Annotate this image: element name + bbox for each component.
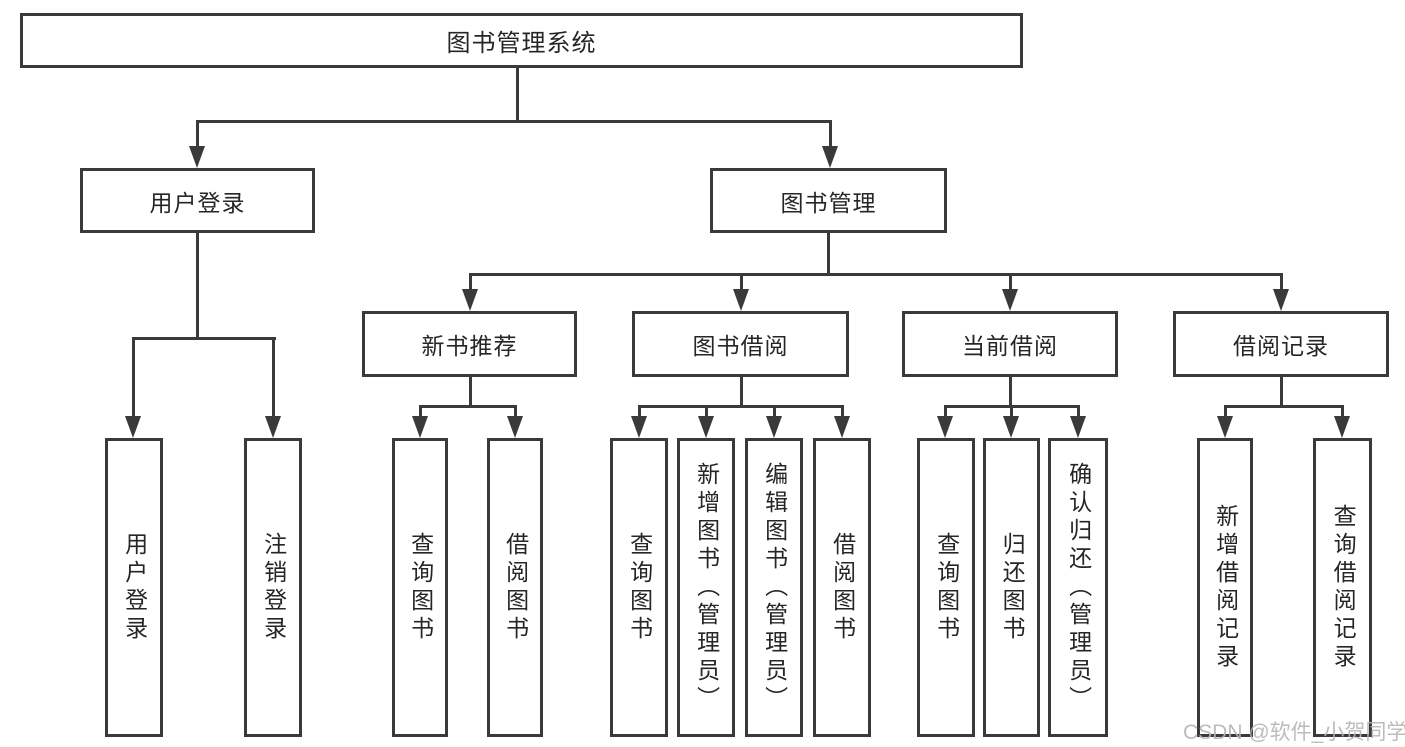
node-label: 编辑图书（管理员） [761, 461, 788, 714]
arrow-down-icon [733, 289, 749, 311]
connector-line [1224, 405, 1227, 426]
connector-line [1280, 376, 1283, 407]
arrow-down-icon [265, 416, 281, 438]
node-label: 当前借阅 [962, 333, 1058, 359]
connector-line [1280, 273, 1283, 297]
arrow-down-icon [822, 146, 838, 168]
arrow-down-icon [698, 416, 714, 438]
leaf-query-books-recommend: 查询图书 [392, 438, 448, 737]
arrow-down-icon [766, 416, 782, 438]
node-borrowing-records: 借阅记录 [1173, 311, 1389, 377]
connector-line [196, 120, 199, 152]
node-label: 查询借阅记录 [1330, 503, 1357, 672]
arrow-down-icon [189, 146, 205, 168]
connector-line [1077, 405, 1080, 426]
node-label: 查询图书 [933, 531, 960, 644]
node-label: 确认归还（管理员） [1065, 461, 1092, 714]
connector-line [841, 405, 844, 426]
node-label: 图书管理 [780, 189, 877, 216]
connector-line [132, 337, 135, 425]
node-label: 注销登录 [260, 531, 287, 644]
arrow-down-icon [1273, 289, 1289, 311]
connector-line [196, 231, 199, 339]
connector-line [740, 376, 743, 407]
node-label: 查询图书 [626, 531, 653, 644]
connector-line [196, 120, 832, 123]
node-label: 新书推荐 [421, 333, 518, 359]
node-book-management-module: 图书管理 [710, 168, 947, 233]
node-label: 归还图书 [999, 531, 1026, 644]
node-label: 借阅记录 [1233, 333, 1329, 359]
connector-line [1009, 376, 1012, 407]
connector-line [132, 337, 276, 340]
connector-line [1224, 405, 1344, 408]
connector-line [514, 405, 517, 426]
leaf-query-books-current: 查询图书 [917, 438, 975, 737]
leaf-query-books-borrowing: 查询图书 [610, 438, 668, 737]
connector-line [272, 337, 275, 425]
arrow-down-icon [125, 416, 141, 438]
node-label: 图书借阅 [692, 333, 789, 359]
arrow-down-icon [507, 416, 523, 438]
arrow-down-icon [834, 416, 850, 438]
csdn-watermark: CSDN @软件_小贺同学 [1183, 721, 1405, 744]
node-label: 新增借阅记录 [1212, 503, 1239, 672]
arrow-down-icon [1334, 416, 1350, 438]
arrow-down-icon [1217, 416, 1233, 438]
connector-line [419, 405, 517, 408]
connector-line [638, 405, 844, 408]
connector-line [469, 273, 472, 297]
node-book-borrowing: 图书借阅 [632, 311, 849, 377]
arrow-down-icon [1070, 416, 1086, 438]
node-label: 借阅图书 [502, 531, 529, 644]
connector-line [469, 376, 472, 407]
connector-line [827, 232, 830, 275]
node-label: 用户登录 [121, 531, 148, 644]
connector-line [829, 120, 832, 152]
connector-line [1010, 405, 1013, 426]
connector-line [419, 405, 422, 426]
arrow-down-icon [937, 416, 953, 438]
connector-line [773, 405, 776, 426]
arrow-down-icon [1002, 289, 1018, 311]
connector-line [705, 405, 708, 426]
leaf-user-login: 用户登录 [105, 438, 163, 737]
node-current-borrowing: 当前借阅 [902, 311, 1118, 377]
leaf-borrow-books: 借阅图书 [813, 438, 871, 737]
node-library-management-system: 图书管理系统 [20, 13, 1023, 68]
connector-line [469, 273, 1283, 276]
connector-line [516, 68, 519, 123]
connector-line [740, 273, 743, 297]
leaf-borrow-books-recommend: 借阅图书 [487, 438, 543, 737]
arrow-down-icon [631, 416, 647, 438]
node-label: 查询图书 [407, 531, 434, 644]
leaf-return-books: 归还图书 [983, 438, 1040, 737]
arrow-down-icon [462, 289, 478, 311]
leaf-logout: 注销登录 [244, 438, 302, 737]
connector-line [944, 405, 947, 426]
arrow-down-icon [1003, 416, 1019, 438]
node-user-login-module: 用户登录 [80, 168, 315, 233]
connector-line [1009, 273, 1012, 297]
node-label: 图书管理系统 [446, 30, 597, 57]
leaf-query-borrow-record: 查询借阅记录 [1313, 438, 1372, 737]
connector-line [638, 405, 641, 426]
leaf-add-borrow-record: 新增借阅记录 [1197, 438, 1253, 737]
node-label: 新增图书（管理员） [693, 461, 720, 714]
leaf-edit-books-admin: 编辑图书（管理员） [745, 438, 803, 737]
arrow-down-icon [412, 416, 428, 438]
leaf-confirm-return-admin: 确认归还（管理员） [1048, 438, 1108, 737]
node-label: 用户登录 [149, 189, 246, 216]
leaf-add-books-admin: 新增图书（管理员） [677, 438, 735, 737]
node-label: 借阅图书 [829, 531, 856, 644]
node-new-book-recommendation: 新书推荐 [362, 311, 577, 377]
connector-line [1341, 405, 1344, 426]
